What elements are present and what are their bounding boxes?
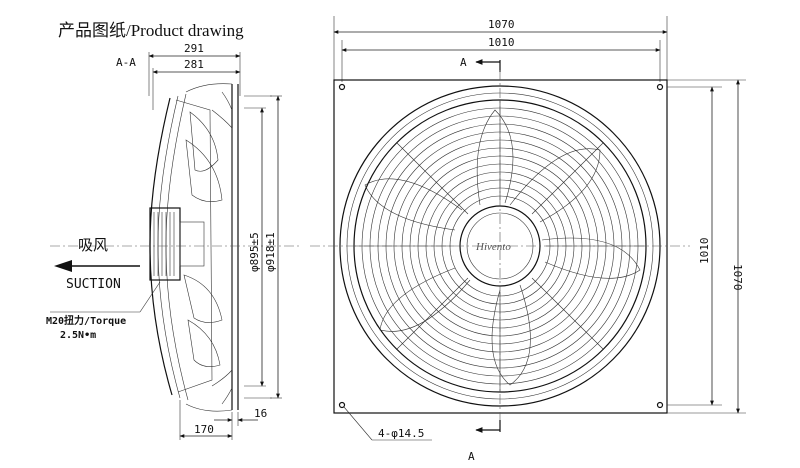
dim-1010-width-label: 1010	[488, 36, 515, 49]
drawing-title: 产品图纸/Product drawing	[58, 21, 244, 40]
side-view: 291 281	[46, 42, 300, 440]
torque-note-line2: 2.5N•m	[60, 330, 96, 341]
brand-logo: Hivento	[475, 241, 511, 253]
section-marker-bottom: A	[468, 450, 475, 463]
dim-281-label: 281	[184, 58, 204, 71]
wall-plate	[333, 79, 668, 414]
section-marker-top: A	[460, 56, 467, 69]
dim-291-label: 291	[184, 42, 204, 55]
section-label: A-A	[116, 56, 136, 69]
motor-housing	[149, 207, 181, 281]
dim-1070-width-label: 1070	[488, 18, 515, 31]
dim-16-label: 16	[254, 407, 267, 420]
dim-1070-height-label: 1070	[731, 264, 744, 291]
dim-170-label: 170	[194, 423, 214, 436]
front-view: 1070 1010 A	[310, 16, 746, 463]
dim-918-label: φ918±1	[264, 232, 277, 272]
dim-895-label: φ895±5	[248, 232, 261, 272]
dim-1010-height-label: 1010	[698, 238, 711, 265]
airflow-label-cn: 吸风	[78, 237, 108, 254]
torque-note-line1: M20扭力/Torque	[46, 314, 126, 327]
holes-label: 4-φ14.5	[378, 427, 424, 440]
airflow-label-en: SUCTION	[66, 277, 121, 292]
